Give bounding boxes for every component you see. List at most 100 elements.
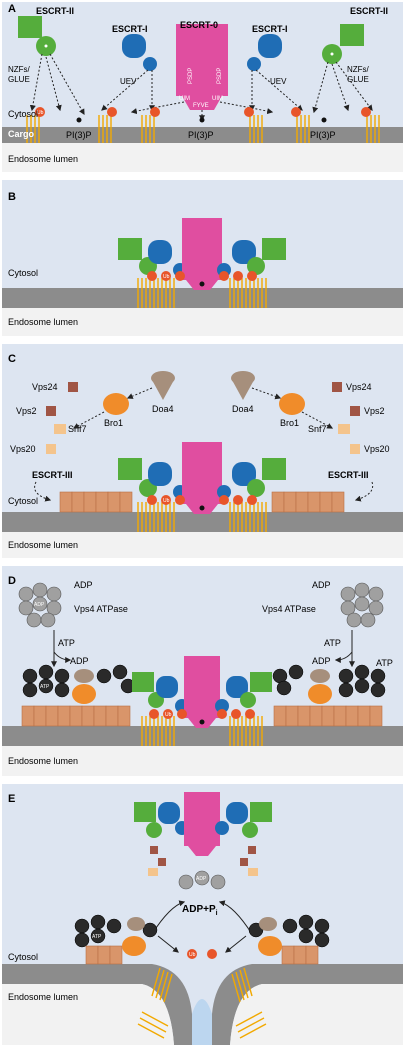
- pi3p-lipid: [199, 719, 205, 725]
- lumen-label: Endosome lumen: [8, 317, 78, 327]
- lumen-label: Endosome lumen: [8, 992, 78, 1002]
- escrt-iii-right-label: ESCRT-III: [328, 470, 369, 480]
- pi3p-label-2: PI(3)P: [188, 130, 214, 140]
- atp-cycle-arrows: [51, 630, 355, 668]
- panel-b: B Ub Cytosol Endosome lumen: [2, 180, 403, 336]
- released-escrt-complexes: [134, 792, 272, 856]
- vps4-adp-cluster-left: [18, 582, 62, 628]
- pi3p-label-3: PI(3)P: [310, 130, 336, 140]
- adp-pi-label: ADP+Pi: [182, 904, 218, 917]
- nzfs-left-label: NZFs/: [8, 65, 31, 74]
- escrt-i-left-label: ESCRT-I: [112, 24, 148, 34]
- panel-c: C Doa4 Bro1 Doa4 Bro1 Vps24 Vps2 Snf7 Vp…: [2, 344, 403, 558]
- ub-label: Ub: [165, 712, 172, 718]
- escrt-iii-filament: [85, 945, 319, 965]
- ub-label: Ub: [189, 952, 196, 958]
- bro1-right: [258, 936, 282, 956]
- bro1-left-label: Bro1: [104, 418, 123, 428]
- escrt-complex-assembly: [132, 656, 272, 728]
- escrt-ii-right-label: ESCRT-II: [350, 6, 388, 16]
- escrt-complex-assembly: [118, 442, 286, 514]
- cargo-proteins: [141, 716, 263, 746]
- panel-c-graphic: C Doa4 Bro1 Doa4 Bro1 Vps24 Vps2 Snf7 Vp…: [2, 353, 403, 558]
- doa4-right: [310, 669, 330, 683]
- cytosol-label: Cytosol: [8, 952, 38, 962]
- glue-right-label: GLUE: [347, 75, 369, 84]
- vps2-left-label: Vps2: [16, 406, 37, 416]
- ubiquitin-tags: [147, 271, 257, 281]
- doa4-right: [232, 380, 254, 400]
- atp-left-label: ATP: [58, 638, 75, 648]
- cytosol-label: Cytosol: [8, 109, 38, 119]
- adp-mid-left-label: ADP: [70, 656, 89, 666]
- panel-letter: C: [8, 353, 16, 365]
- escrt-0-label: ESCRT-0: [180, 20, 218, 30]
- vps4-left-label: Vps4 ATPase: [74, 604, 128, 614]
- fyve-label: FYVE: [193, 103, 209, 109]
- bro1-right: [279, 393, 305, 415]
- escrt-complex-assembly: [118, 218, 286, 290]
- snf7-right: [338, 424, 350, 434]
- escrt-iii-left-label: ESCRT-III: [32, 470, 73, 480]
- uim-left-label: UIM: [179, 96, 190, 102]
- bro1-left: [103, 393, 129, 415]
- doa4-left-label: Doa4: [152, 404, 174, 414]
- glue-left-label: GLUE: [8, 75, 30, 84]
- ubiquitin-tags: [149, 709, 255, 719]
- adp-tag: ADP: [196, 876, 207, 882]
- vps24-right-label: Vps24: [346, 382, 372, 392]
- vps4-adp-cluster-right: [340, 582, 384, 628]
- psdp-right-label: PSDP: [217, 68, 223, 84]
- panel-letter: E: [8, 793, 15, 805]
- panel-letter: B: [8, 191, 16, 203]
- membrane: [2, 512, 403, 532]
- membrane: [2, 127, 403, 143]
- panel-a-graphic: A ESCRT-II NZFs/ GLUE ESCRT-I UEV ESCRT-…: [2, 3, 403, 172]
- escrt-ii-right: [322, 24, 364, 64]
- adp-top-right-label: ADP: [312, 580, 331, 590]
- panel-e-graphic: E ADP ADP+Pi ATP: [2, 792, 403, 1045]
- ub-label: Ub: [163, 498, 170, 504]
- pi3p-lipid: [199, 505, 205, 511]
- adp-top-left-label: ADP: [74, 580, 93, 590]
- lumen-label: Endosome lumen: [8, 756, 78, 766]
- ubiquitin-tags: [35, 107, 371, 117]
- doa4-right: [259, 917, 277, 931]
- cytosol-label: Cytosol: [8, 496, 38, 506]
- uev-left-label: UEV: [120, 77, 137, 86]
- panel-e: E ADP ADP+Pi ATP: [2, 784, 403, 1045]
- escrt-ii-left-label: ESCRT-II: [36, 6, 74, 16]
- released-escrt-iii-subunits: [148, 846, 258, 876]
- atp-right-label: ATP: [324, 638, 341, 648]
- nzfs-right-label: NZFs/: [347, 65, 370, 74]
- vps20-right: [350, 444, 360, 454]
- cargo-proteins: [26, 115, 380, 143]
- adp-mid-right-label: ADP: [312, 656, 331, 666]
- cargo-proteins: [137, 967, 267, 1039]
- panel-b-graphic: B Ub Cytosol Endosome lumen: [2, 191, 403, 336]
- cargo-proteins: [137, 278, 267, 308]
- atp-tag: ATP: [40, 684, 50, 690]
- pi3p-lipids: [76, 117, 327, 123]
- escrt-i-left: [122, 34, 157, 71]
- vps24-left: [68, 382, 78, 392]
- atp-tag: ATP: [92, 934, 102, 940]
- vps20-right-label: Vps20: [364, 444, 390, 454]
- uim-right-label: UIM: [212, 96, 223, 102]
- vps20-left-label: Vps20: [10, 444, 36, 454]
- membrane: [2, 288, 403, 308]
- escrt-iii-filament: [21, 705, 383, 727]
- bro1-right: [308, 684, 332, 704]
- panel-a: A ESCRT-II NZFs/ GLUE ESCRT-I UEV ESCRT-…: [2, 2, 403, 172]
- lumen-area-left: [2, 984, 174, 1045]
- budding-membrane: [2, 964, 403, 1045]
- escrt-i-right-label: ESCRT-I: [252, 24, 288, 34]
- vps20-left: [46, 444, 56, 454]
- lumen-area: [2, 532, 403, 558]
- atp-arrow-right-label: ATP: [376, 658, 393, 668]
- escrt-ii-left: [18, 16, 56, 56]
- bro1-left: [122, 936, 146, 956]
- cytosol-label: Cytosol: [8, 268, 38, 278]
- snf7-left: [54, 424, 66, 434]
- panel-d-graphic: D ADP ADP Vps4 ATPase ADP Vps4 ATPase AT…: [2, 575, 403, 776]
